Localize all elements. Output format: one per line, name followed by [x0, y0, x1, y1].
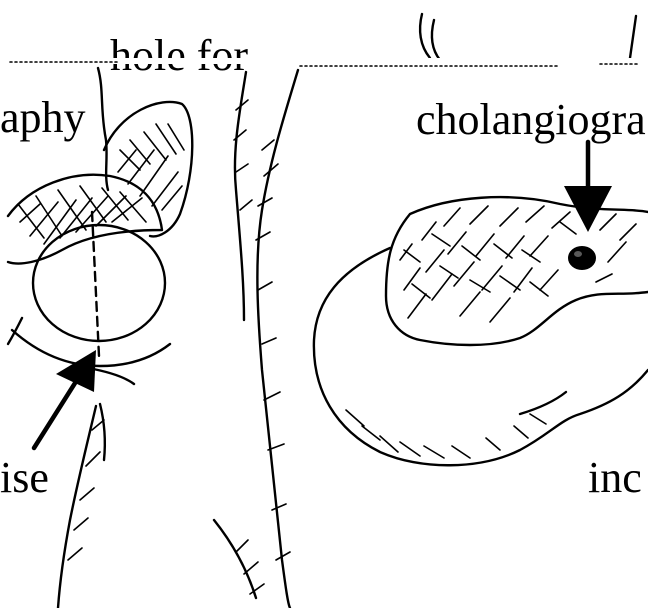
- left-dashed-line: [92, 212, 99, 356]
- torso-right-edge: [257, 70, 298, 608]
- label-right-upper: cholangiogra: [416, 95, 646, 144]
- left-round-sac: [33, 225, 165, 341]
- label-top-center: hole for: [110, 31, 248, 80]
- top-center-hook: [420, 14, 440, 60]
- label-left-lower: ise: [0, 453, 49, 502]
- bottom-center-curve: [214, 520, 256, 598]
- left-arrow-shaft: [34, 372, 82, 448]
- torso-lower-inner: [100, 404, 105, 460]
- left-textured-mass: [8, 175, 162, 264]
- right-textured-lobe: [386, 197, 648, 345]
- right-lobe-hatching: [400, 206, 636, 322]
- left-upper-lobe: [104, 102, 192, 236]
- right-duct-opening: [568, 246, 596, 270]
- scan-mask-band: [0, 58, 648, 64]
- torso-lower-left: [58, 406, 96, 608]
- label-right-lower: inc: [588, 453, 642, 502]
- left-neck-line: [98, 68, 108, 190]
- right-inner-connection: [520, 392, 566, 414]
- torso-lower-hair: [68, 420, 104, 560]
- left-edge-curve: [8, 318, 22, 344]
- top-right-hook: [630, 16, 636, 58]
- right-duct-highlight: [574, 251, 582, 257]
- bottom-center-hair: [236, 540, 264, 594]
- label-left-upper: aphy: [0, 93, 86, 142]
- right-panel: [314, 142, 648, 465]
